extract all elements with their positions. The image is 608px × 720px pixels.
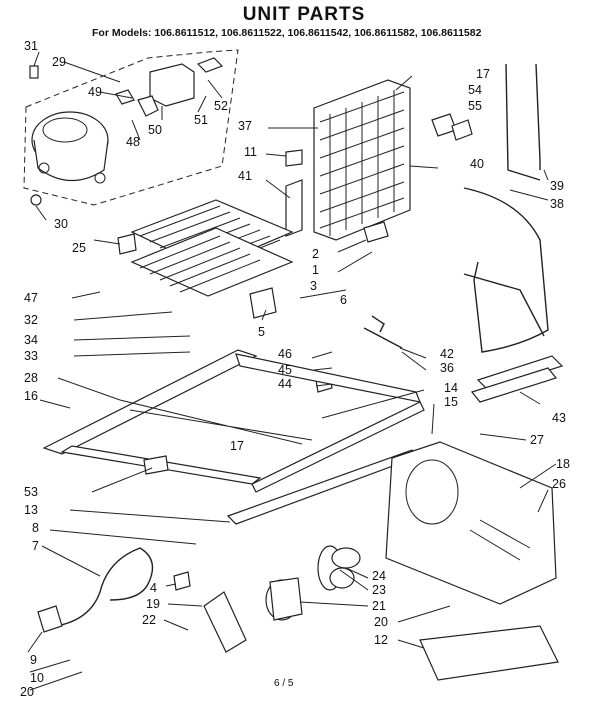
callout-31: 31 <box>24 39 38 53</box>
callout-28: 28 <box>24 371 38 385</box>
page-footer: 6 / 5 <box>274 678 294 689</box>
callout-42: 42 <box>440 347 454 361</box>
fan-motor <box>265 577 303 621</box>
callout-45: 45 <box>278 363 292 377</box>
condenser <box>130 199 294 297</box>
callout-34: 34 <box>24 333 38 347</box>
callout-15: 15 <box>444 395 458 409</box>
fan-blade <box>317 545 361 591</box>
callout-47: 47 <box>24 291 38 305</box>
callout-41: 41 <box>238 169 252 183</box>
compressor-group-outline <box>23 49 239 206</box>
part-6 <box>249 287 277 319</box>
callout-7: 7 <box>32 539 39 553</box>
callout-52: 52 <box>214 99 228 113</box>
callout-20: 20 <box>20 685 34 699</box>
callout-44: 44 <box>278 377 292 391</box>
callout-36: 36 <box>440 361 454 375</box>
callout-54: 54 <box>468 83 482 97</box>
tube-38 <box>463 187 549 353</box>
callout-48: 48 <box>126 135 140 149</box>
callout-6: 6 <box>340 293 347 307</box>
callout-40: 40 <box>470 157 484 171</box>
bracket-19 <box>203 591 247 653</box>
callout-55: 55 <box>468 99 482 113</box>
callout-22: 22 <box>142 613 156 627</box>
callout-4: 4 <box>150 581 157 595</box>
callout-10: 10 <box>30 671 44 685</box>
callout-19: 19 <box>146 597 160 611</box>
power-cord <box>55 547 154 627</box>
callout-37: 37 <box>238 119 252 133</box>
callout-3: 3 <box>310 279 317 293</box>
callout-29: 29 <box>52 55 66 69</box>
callout-33: 33 <box>24 349 38 363</box>
callout-26: 26 <box>552 477 566 491</box>
callout-27: 27 <box>530 433 544 447</box>
grommet <box>30 194 42 206</box>
callout-32: 32 <box>24 313 38 327</box>
callout-38: 38 <box>550 197 564 211</box>
callout-14: 14 <box>444 381 458 395</box>
callout-18: 18 <box>556 457 570 471</box>
callout-39: 39 <box>550 179 564 193</box>
drier <box>363 327 403 349</box>
models-line: For Models: 106.8611512, 106.8611522, 10… <box>92 27 482 39</box>
callout-17: 17 <box>230 439 244 453</box>
callout-1: 1 <box>312 263 319 277</box>
callout-51: 51 <box>194 113 208 127</box>
callout-2: 2 <box>312 247 319 261</box>
callout-24: 24 <box>372 569 386 583</box>
fan-shroud <box>385 441 557 605</box>
callout-5: 5 <box>258 325 265 339</box>
part-55 <box>451 119 473 141</box>
callout-17: 17 <box>476 67 490 81</box>
compressor <box>31 111 109 184</box>
relay-box <box>115 57 224 117</box>
part-54 <box>431 113 457 137</box>
callout-46: 46 <box>278 347 292 361</box>
bracket-25 <box>117 233 137 255</box>
callout-53: 53 <box>24 485 38 499</box>
bracket-41 <box>285 179 303 237</box>
callout-11: 11 <box>244 145 257 159</box>
callout-50: 50 <box>148 123 162 137</box>
evaporator-coil <box>313 79 411 241</box>
part-2 <box>363 221 389 243</box>
screw-31 <box>29 65 39 79</box>
callout-8: 8 <box>32 521 39 535</box>
callout-16: 16 <box>24 389 38 403</box>
callout-49: 49 <box>88 85 102 99</box>
tube-39 <box>505 63 541 181</box>
pad-43-a <box>476 355 564 391</box>
callout-21: 21 <box>372 599 386 613</box>
clip-11 <box>285 149 303 167</box>
pad-43-b <box>470 367 558 403</box>
drain-pan <box>419 625 559 681</box>
callout-43: 43 <box>552 411 566 425</box>
page-title: UNIT PARTS <box>242 4 366 25</box>
callout-20: 20 <box>374 615 388 629</box>
callout-12: 12 <box>374 633 388 647</box>
callout-30: 30 <box>54 217 68 231</box>
callout-23: 23 <box>372 583 386 597</box>
clip-53 <box>143 455 169 475</box>
callout-9: 9 <box>30 653 37 667</box>
callout-25: 25 <box>72 241 86 255</box>
callout-13: 13 <box>24 503 38 517</box>
part-4 <box>173 571 191 591</box>
